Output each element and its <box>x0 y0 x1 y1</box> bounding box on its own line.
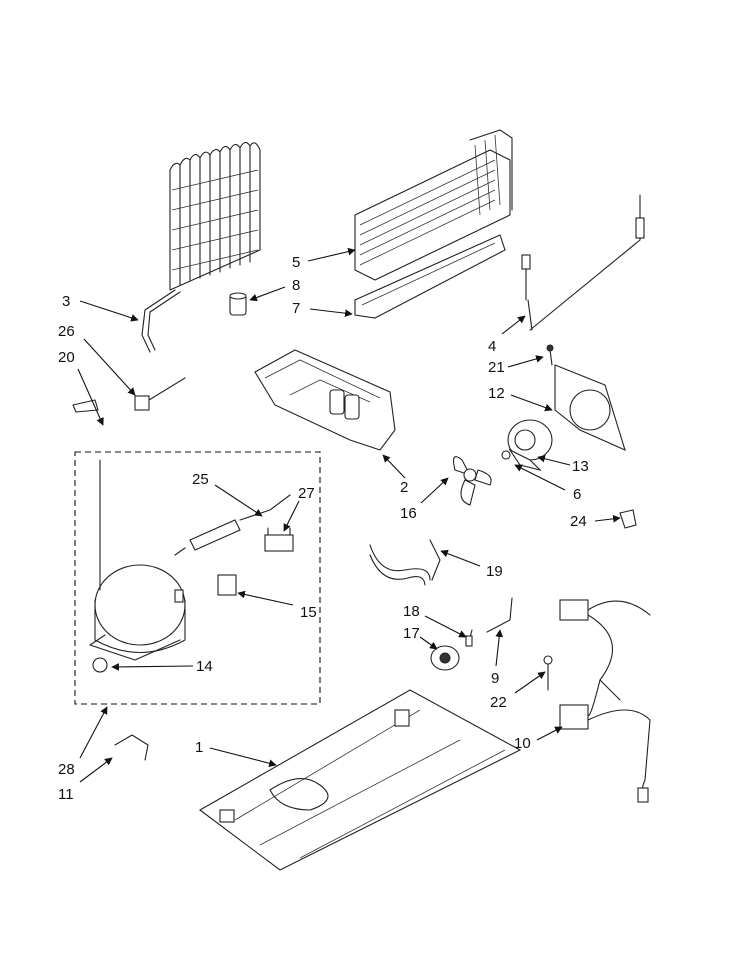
compressor-group-outline <box>74 451 321 705</box>
callout-24: 24 <box>570 513 587 530</box>
relay-15 <box>217 574 237 596</box>
callout-8: 8 <box>292 277 300 294</box>
base-plate <box>199 689 522 871</box>
bracket-11 <box>114 734 149 761</box>
callout-5: 5 <box>292 254 300 271</box>
callout-10: 10 <box>514 735 531 752</box>
callout-7: 7 <box>292 300 300 317</box>
callout-25: 25 <box>192 471 209 488</box>
connector-26 <box>134 377 186 411</box>
callout-11: 11 <box>58 786 74 803</box>
tie-strap <box>72 399 99 413</box>
callout-12: 12 <box>488 385 505 402</box>
callout-4: 4 <box>488 338 496 355</box>
callout-20: 20 <box>58 349 75 366</box>
callout-21: 21 <box>488 359 505 376</box>
callout-28: 28 <box>58 761 75 778</box>
callout-17: 17 <box>403 625 420 642</box>
callout-19: 19 <box>486 563 503 580</box>
callout-16: 16 <box>400 505 417 522</box>
tube-9 <box>486 597 513 633</box>
callouts: 3 26 20 5 8 7 4 21 12 13 6 2 16 24 25 27 <box>58 247 621 803</box>
callout-14: 14 <box>196 658 213 675</box>
callout-18: 18 <box>403 603 420 620</box>
defrost-probe <box>521 194 645 331</box>
callout-27: 27 <box>298 485 315 502</box>
fan-blade <box>453 456 492 506</box>
clip-part <box>619 509 637 529</box>
callout-15: 15 <box>300 604 317 621</box>
start-device <box>264 527 294 552</box>
fitting-18 <box>465 629 473 647</box>
callout-26: 26 <box>58 323 75 340</box>
callout-1: 1 <box>195 739 203 756</box>
callout-3: 3 <box>62 293 70 310</box>
overload-relay-wire <box>174 494 291 556</box>
fan-bracket <box>254 349 396 451</box>
drain-hose <box>369 539 441 586</box>
callout-22: 22 <box>490 694 507 711</box>
screw-22 <box>543 655 553 691</box>
callout-9: 9 <box>491 670 499 687</box>
callout-2: 2 <box>400 479 408 496</box>
wiring-harness <box>559 599 651 803</box>
compressor <box>89 459 186 673</box>
callout-6: 6 <box>573 486 581 503</box>
evaporator-assembly <box>229 129 513 319</box>
callout-13: 13 <box>572 458 589 475</box>
fan-motor-assembly <box>501 344 626 472</box>
condenser-coil <box>141 141 261 353</box>
grommet-17 <box>430 645 460 671</box>
